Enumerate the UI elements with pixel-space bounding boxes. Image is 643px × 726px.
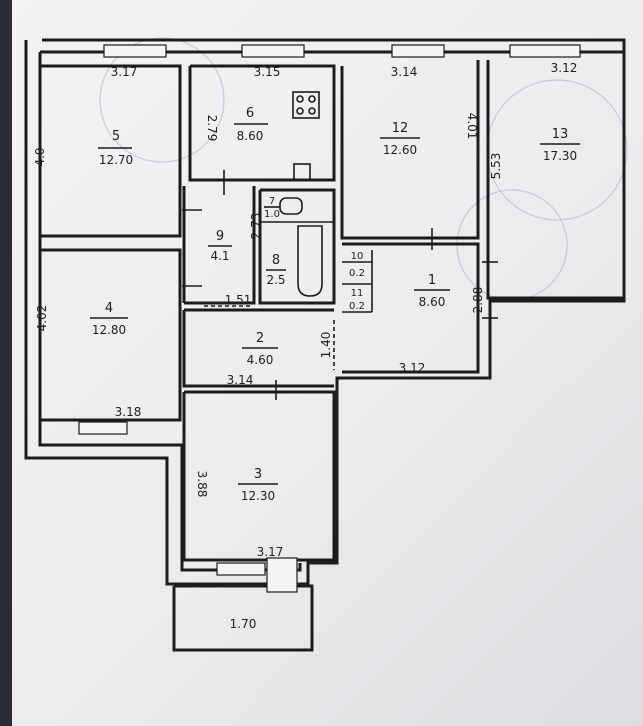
room-area: 12.60 xyxy=(383,143,417,157)
dimension-label: 3.15 xyxy=(254,65,281,79)
room-number: 2 xyxy=(256,331,264,346)
room-number: 12 xyxy=(392,121,409,136)
room-area: 4.60 xyxy=(247,353,274,367)
room-area: 8.60 xyxy=(237,129,264,143)
dimension-label: 3.14 xyxy=(227,373,254,387)
room-area: 12.80 xyxy=(92,323,126,337)
dimension-label: 4.01 xyxy=(465,113,479,140)
room-number: 7 xyxy=(269,196,275,207)
stove-icon xyxy=(292,91,320,119)
dimension-label: 3.12 xyxy=(551,61,578,75)
room-area: 0.2 xyxy=(349,268,365,279)
room-number: 8 xyxy=(272,253,280,268)
interior-walls xyxy=(40,60,624,652)
top-windows xyxy=(78,44,581,576)
room-number: 11 xyxy=(351,288,364,299)
room-4-label: 4 12.80 xyxy=(90,301,128,337)
room-area: 2.5 xyxy=(266,273,285,287)
plan-sheet: 5 12.70 6 8.60 12 12.60 13 17.30 7 1.0 9… xyxy=(12,0,643,726)
dimension-label: 3.18 xyxy=(115,405,142,419)
dimension-label: 2.79 xyxy=(205,115,219,142)
dimension-label: 3.14 xyxy=(391,65,418,79)
room-area: 8.60 xyxy=(419,295,446,309)
room-number: 3 xyxy=(254,467,262,482)
room-11-label: 11 0.2 xyxy=(349,288,365,312)
faint-stamp xyxy=(99,37,225,163)
dimension-label: 5.53 xyxy=(489,153,503,180)
dimension-label: 4.02 xyxy=(35,305,49,332)
room-10-label: 10 0.2 xyxy=(349,251,365,279)
room-8-label: 8 2.5 xyxy=(266,253,286,287)
floor-plan: 5 12.70 6 8.60 12 12.60 13 17.30 7 1.0 9… xyxy=(24,37,628,652)
room-area: 12.70 xyxy=(99,153,133,167)
dimension-label: 3.17 xyxy=(111,65,138,79)
dimension-label: 1.51 xyxy=(225,293,252,307)
room-2-label: 2 4.60 xyxy=(242,331,278,367)
room-number: 6 xyxy=(246,106,254,121)
dimension-label: 3.88 xyxy=(195,471,209,498)
room-1-label: 1 8.60 xyxy=(414,273,450,309)
room-12-label: 12 12.60 xyxy=(380,121,420,157)
door-openings xyxy=(182,170,498,400)
dimension-label: 4.0 xyxy=(33,147,47,166)
sink-icon xyxy=(293,163,311,181)
dimension-label: 1.40 xyxy=(319,332,333,359)
room-number: 1 xyxy=(428,273,436,288)
dimension-labels: 3.17 4.0 3.15 2.79 3.14 4.01 3.12 5.53 2… xyxy=(33,61,577,559)
room-area: 0.2 xyxy=(349,301,365,312)
balcony-area: 1.70 xyxy=(230,617,257,631)
dimension-label: 2.88 xyxy=(471,287,485,314)
room-number: 5 xyxy=(112,129,120,144)
room-area: 1.0 xyxy=(264,209,280,220)
room-7-label: 7 1.0 xyxy=(264,196,280,220)
dimension-label: 3.12 xyxy=(399,361,426,375)
outer-walls xyxy=(24,38,626,586)
room-number: 9 xyxy=(216,229,224,244)
room-number: 10 xyxy=(351,251,364,262)
room-3-label: 3 12.30 xyxy=(238,467,278,503)
room-6-label: 6 8.60 xyxy=(234,106,268,143)
toilet-icon xyxy=(279,197,303,215)
room-area: 4.1 xyxy=(210,249,229,263)
room-9-label: 9 4.1 xyxy=(208,229,232,263)
room-area: 17.30 xyxy=(543,149,577,163)
bathtub-icon xyxy=(297,225,323,297)
balcony-label: 1.70 xyxy=(230,617,257,631)
room-area: 12.30 xyxy=(241,489,275,503)
dimension-label: 3.17 xyxy=(257,545,284,559)
room-number: 13 xyxy=(552,127,569,142)
room-5-label: 5 12.70 xyxy=(98,129,133,167)
room-number: 4 xyxy=(105,301,113,316)
dimension-label: 2.73 xyxy=(249,213,263,240)
room-13-label: 13 17.30 xyxy=(540,127,580,163)
